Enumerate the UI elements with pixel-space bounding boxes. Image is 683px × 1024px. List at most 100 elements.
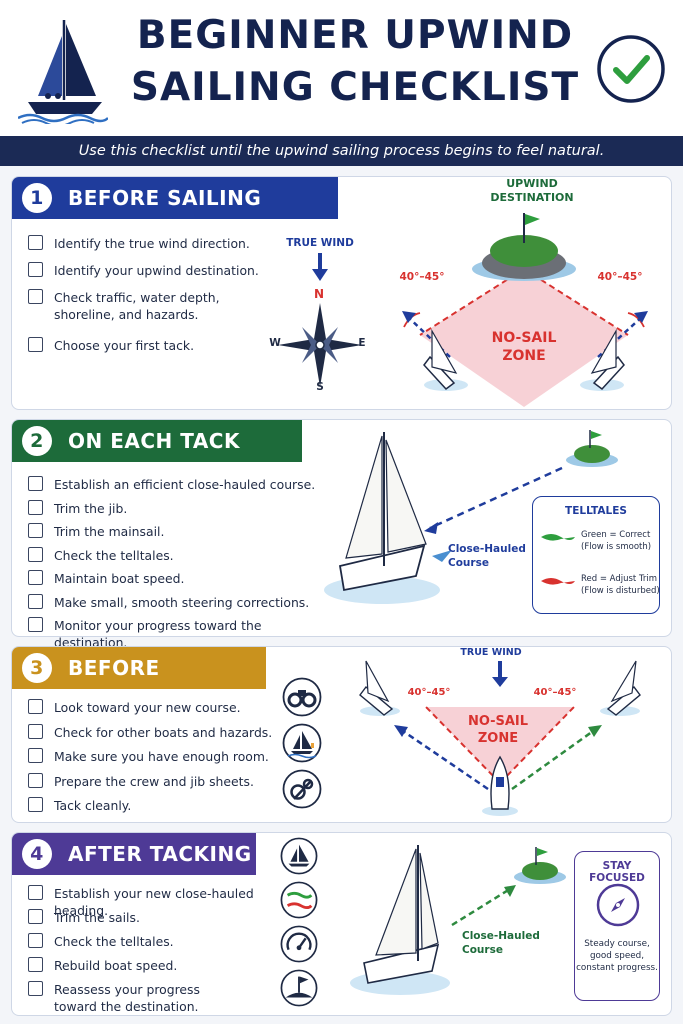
icon-column [280, 837, 324, 1007]
section-title: BEFORE SAILING UPWIND [68, 186, 262, 252]
checkbox[interactable] [28, 499, 43, 515]
page-title: BEGINNER UPWIND SAILING CHECKLIST [120, 10, 590, 114]
red-line-2: (Flow is disturbed) [581, 586, 660, 596]
icon-column [282, 677, 328, 809]
telltales-panel: TELLTALES Green = Correct (Flow is smoot… [532, 496, 660, 614]
checkbox[interactable] [28, 957, 43, 972]
checkbox[interactable] [28, 723, 43, 739]
checkbox[interactable] [28, 617, 43, 632]
section-number: 3 [22, 653, 52, 683]
compass-north: N [313, 287, 325, 301]
focus-line-3: constant progress. [576, 963, 658, 973]
checkbox[interactable] [28, 933, 43, 948]
sailboat-logo-icon [18, 20, 108, 124]
rope-icon [282, 769, 322, 809]
green-line-2: (Flow is smooth) [581, 542, 652, 552]
checkbox[interactable] [28, 593, 43, 609]
angle-right-label: 40°–45° [533, 687, 577, 698]
checklist-item[interactable]: Identify your upwind destination. [28, 262, 268, 289]
checkbox[interactable] [28, 570, 43, 585]
checklist-item[interactable]: Trim the sails. [28, 909, 278, 933]
item-label: Make small, smooth steering corrections. [54, 594, 310, 610]
no-sail-line-2: ZONE [502, 348, 546, 364]
section-title: BEFORE TACKING [68, 656, 170, 722]
checklist-item[interactable]: Identify the true wind direction. [28, 235, 268, 262]
item-label: Identify the true wind direction. [54, 236, 250, 251]
sailboat-center-icon [482, 755, 518, 816]
checkbox[interactable] [28, 699, 43, 714]
item-label: Make sure you have enough room. [54, 749, 269, 764]
green-telltale-icon [541, 534, 575, 541]
focus-line-2: good speed, [589, 951, 645, 961]
checkbox[interactable] [28, 981, 43, 996]
section-header: 2 ON EACH TACK [12, 420, 302, 462]
item-label: Trim the sails. [54, 910, 140, 925]
checklist-item[interactable]: Rebuild boat speed. [28, 957, 278, 981]
no-sail-line-2: ZONE [477, 731, 519, 746]
checklist-item[interactable]: Establish your new close-hauled heading. [28, 885, 278, 918]
destination-line-2: DESTINATION [490, 191, 574, 204]
title-line-2: SAILING CHECKLIST [130, 65, 580, 110]
checkbox[interactable] [28, 262, 43, 277]
sailboat-icon [282, 723, 322, 763]
checklist-item[interactable]: Make sure you have enough room. [28, 748, 278, 773]
sailboat-icon [324, 432, 440, 604]
red-line-1: Red = Adjust Trim [581, 574, 658, 584]
close-hauled-label: Close-Hauled Course [462, 929, 542, 957]
checklist-item[interactable]: Maintain boat speed. [28, 570, 328, 594]
checklist-item[interactable]: Check the telltales. [28, 933, 278, 957]
checklist-item[interactable]: Prepare the crew and jib sheets. [28, 772, 278, 798]
checklist-item[interactable]: Check traffic, water depth, shoreline, a… [28, 289, 228, 337]
wind-arrow-icon [312, 253, 328, 281]
section-before-sailing-upwind: 1 BEFORE SAILING UPWIND Identify the tru… [11, 176, 672, 410]
island-icon [472, 213, 576, 281]
checklist-item[interactable]: Tack cleanly. [28, 797, 278, 822]
stay-focused-panel: STAY FOCUSED Steady course, good speed, … [574, 851, 660, 1001]
checkbox[interactable] [28, 797, 43, 812]
sailboat-right-icon [600, 660, 641, 716]
green-telltale-text: Green = Correct (Flow is smooth) [581, 529, 659, 553]
checklist-item[interactable]: Monitor your progress toward the destina… [28, 617, 328, 650]
title-line-1: BEGINNER UPWIND [136, 13, 574, 58]
checkbox[interactable] [28, 235, 43, 250]
island-icon [566, 430, 618, 467]
checkbox[interactable] [28, 885, 43, 900]
checkbox[interactable] [28, 748, 43, 763]
section-number: 2 [22, 426, 52, 456]
red-telltale-icon [541, 578, 575, 585]
checklist-item[interactable]: Make small, smooth steering corrections. [28, 593, 328, 618]
item-label: Identify your upwind destination. [54, 263, 259, 278]
stay-focused-title: STAY FOCUSED [589, 860, 645, 884]
item-label: Maintain boat speed. [54, 571, 185, 586]
checkbox[interactable] [28, 337, 43, 352]
checkbox[interactable] [28, 289, 43, 304]
compass-east: E [358, 337, 366, 349]
checkbox[interactable] [28, 476, 43, 491]
checklist-item[interactable]: Check for other boats and hazards. [28, 723, 278, 749]
section-title: AFTER TACKING [68, 842, 252, 866]
checklist-item[interactable]: Reassess your progress toward the destin… [28, 981, 218, 1017]
angle-right-label: 40°–45° [597, 271, 643, 283]
sailboat-right-icon [580, 328, 625, 391]
sailboat-icon [350, 845, 450, 995]
section-header: 1 BEFORE SAILING UPWIND [12, 177, 338, 252]
speed-gauge-icon [280, 925, 318, 963]
checkbox[interactable] [28, 909, 43, 924]
checklist-item[interactable]: Establish an efficient close-hauled cour… [28, 476, 328, 500]
checklist: Look toward your new course. Check for o… [28, 699, 278, 822]
checkbox[interactable] [28, 546, 43, 562]
binoculars-icon [282, 677, 322, 717]
checklist-item[interactable]: Look toward your new course. [28, 699, 278, 724]
close-hauled-diagram [324, 430, 618, 604]
checklist-item[interactable]: Trim the mainsail. [28, 523, 328, 547]
checklist-item[interactable]: Trim the jib. [28, 499, 328, 524]
telltales-title: TELLTALES [565, 505, 627, 517]
after-tack-diagram [350, 845, 566, 995]
checklist-item[interactable]: Choose your first tack. [28, 337, 268, 364]
compass-south: S [316, 381, 324, 393]
header: BEGINNER UPWIND SAILING CHECKLIST [0, 0, 683, 136]
compass-west: W [269, 337, 281, 349]
checklist-item[interactable]: Check the telltales. [28, 546, 328, 571]
checkbox[interactable] [28, 523, 43, 538]
checkbox[interactable] [28, 772, 43, 788]
